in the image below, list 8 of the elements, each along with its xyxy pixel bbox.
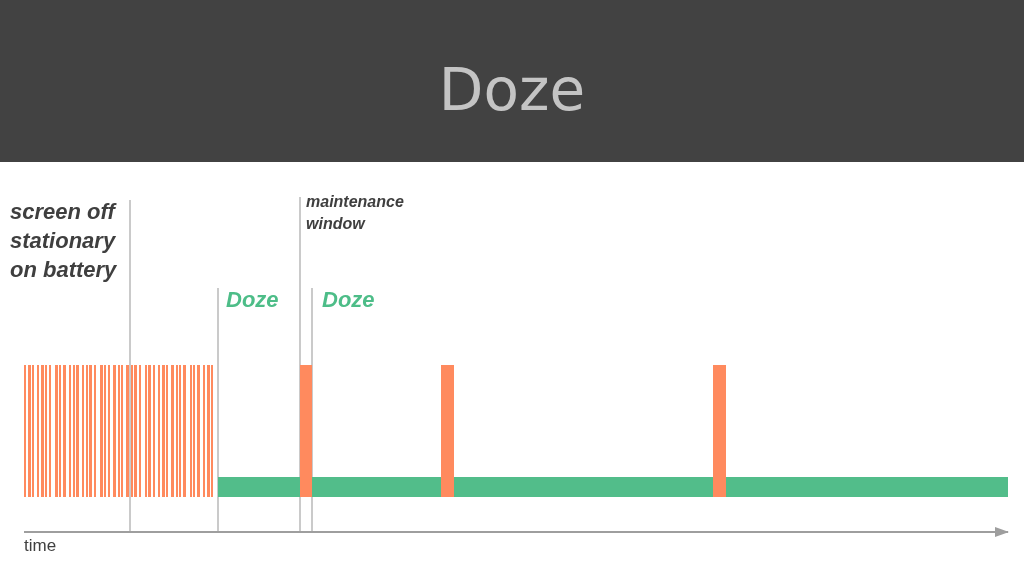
condition-label: screen off xyxy=(10,198,115,226)
axis-label: time xyxy=(24,535,57,557)
maintenance-window-label: maintenance window xyxy=(306,192,405,234)
condition-label: on battery xyxy=(10,256,117,284)
doze-label: Doze xyxy=(226,286,279,314)
condition-label: stationary xyxy=(10,227,116,255)
slide-title: Doze xyxy=(438,55,586,125)
doze-label: Doze xyxy=(322,286,375,314)
